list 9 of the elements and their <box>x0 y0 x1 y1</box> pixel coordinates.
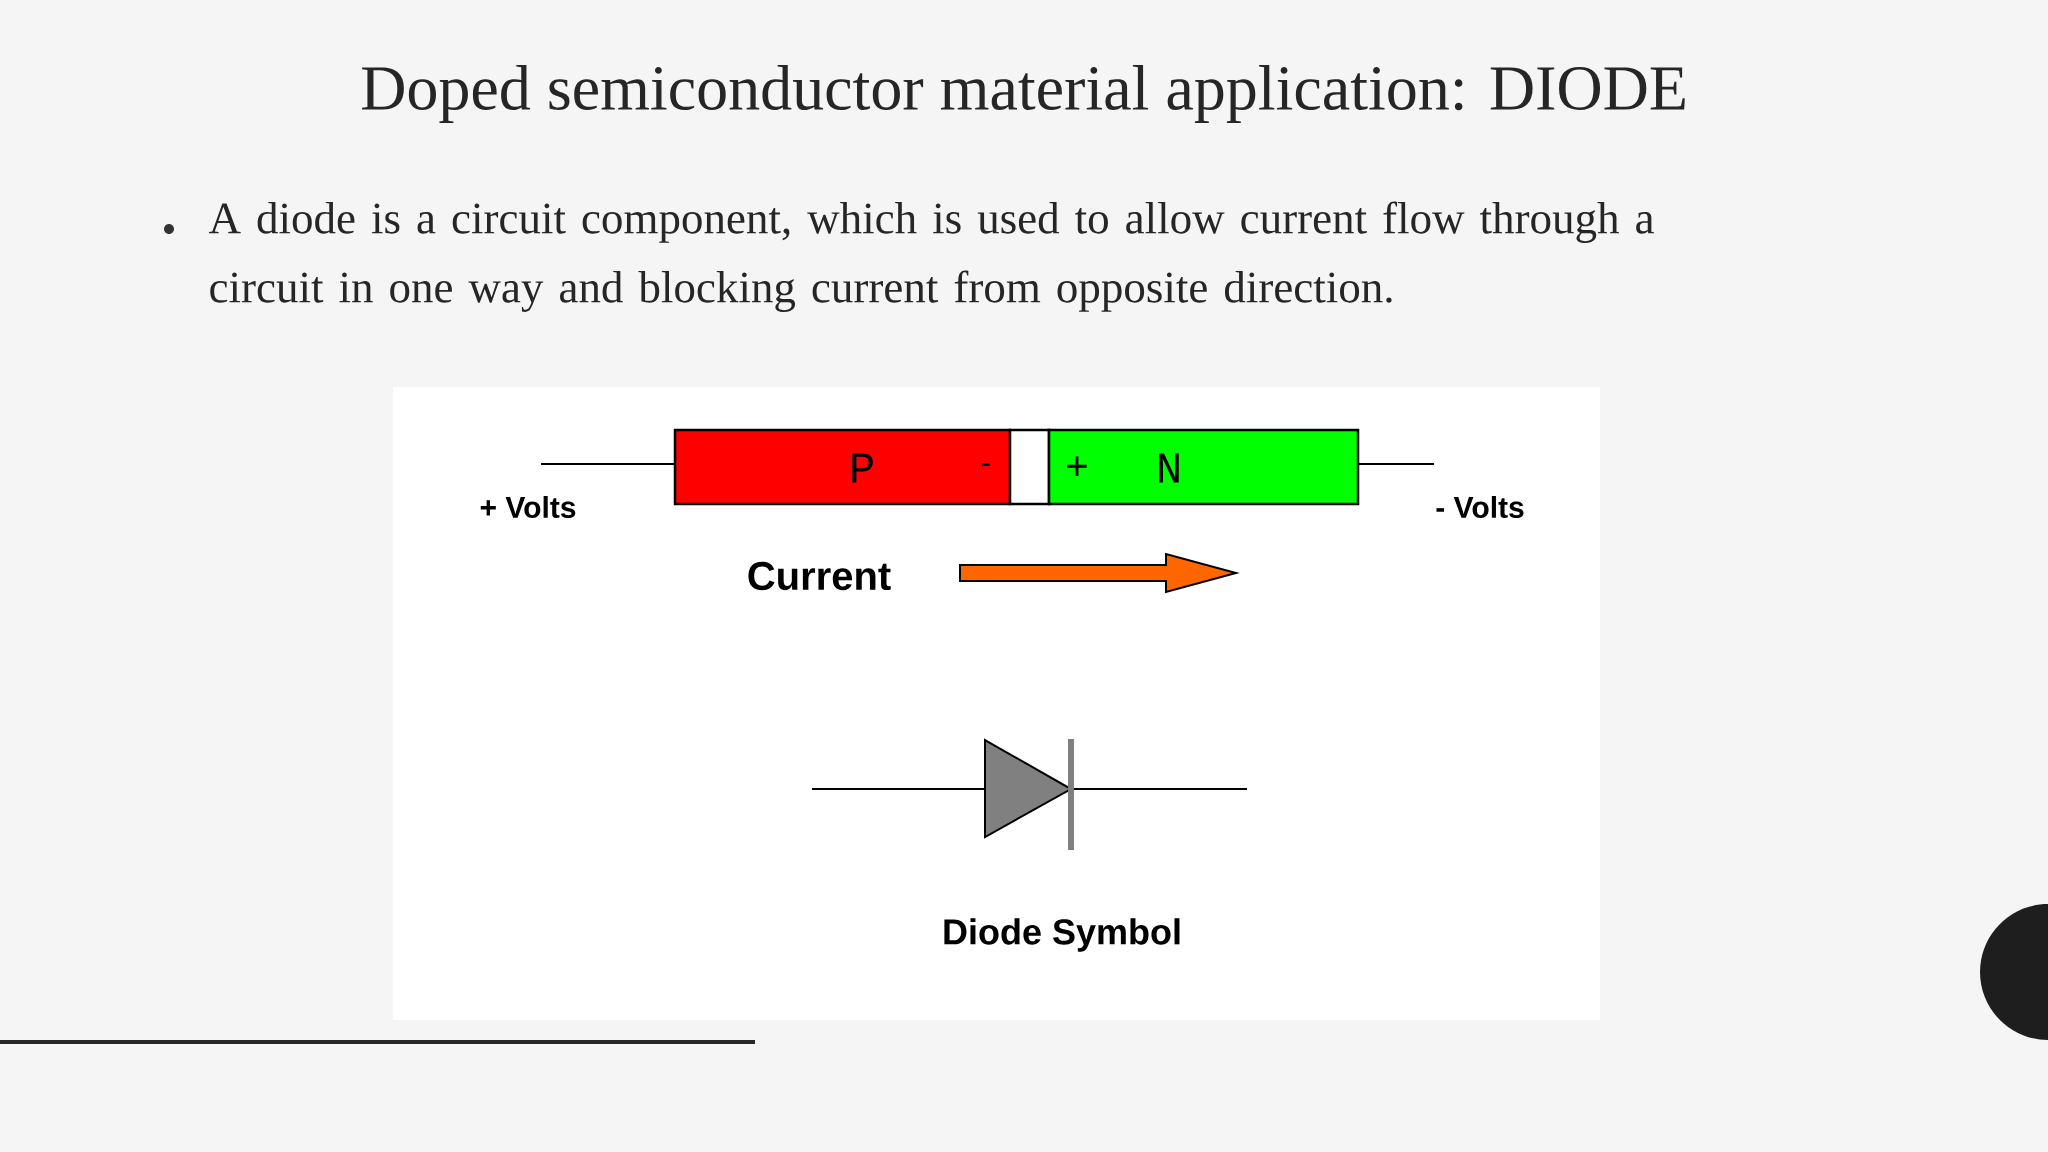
voltage-label: - Volts <box>1436 496 1524 519</box>
title: Doped semiconductor material application: DIODE <box>362 65 1685 123</box>
junction-box <box>1008 428 1051 506</box>
voltage-label: + Volts <box>480 496 576 519</box>
region-box: P - <box>673 428 1012 506</box>
region-box: + N <box>1047 428 1360 506</box>
symbol-caption: Diode Symbol <box>944 918 1180 952</box>
current-label: Current <box>748 561 891 591</box>
bullet-text: A diode is a circuit component, which is used to allow current flow through a circuit in one way and blocking current from opposite direction. <box>209 201 1654 312</box>
